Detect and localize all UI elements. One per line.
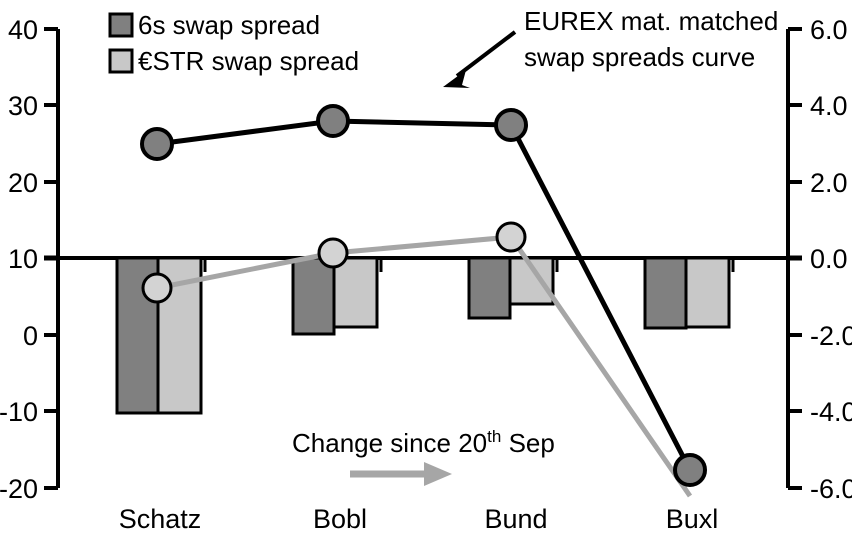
eurex-annotation: EUREX mat. matched swap spreads curve [443, 6, 778, 88]
change-annotation-suffix-space [501, 428, 508, 458]
bar-estr-schatz [156, 256, 203, 415]
change-annotation-arrow-icon [350, 462, 452, 486]
right-label-0: 0.0 [810, 244, 848, 274]
category-ticks [203, 258, 735, 272]
change-annotation-prefix: Change since 20 [292, 428, 487, 458]
legend-label-estr: €STR swap spread [138, 46, 359, 76]
category-label-buxl: Buxl [666, 504, 719, 534]
marker-eurex-bobl [316, 104, 350, 138]
bar-estr-bobl [332, 256, 379, 329]
marker-eurex-buxl [673, 453, 707, 487]
line-estr-curve [141, 221, 693, 498]
change-annotation-suffix: Sep [509, 428, 555, 458]
legend-swatch-6s [108, 12, 134, 38]
eurex-arrow-shaft [455, 30, 517, 78]
category-label-bobl: Bobl [313, 504, 367, 534]
change-annotation: Change since 20th Sep [292, 427, 555, 486]
marker-estr-bund [495, 221, 527, 253]
left-label-10: 10 [8, 244, 38, 274]
eurex-annotation-arrow-icon [443, 30, 517, 88]
legend-label-6s: 6s swap spread [138, 10, 320, 40]
marker-estr-schatz [141, 272, 173, 304]
bar-6s-bobl [291, 256, 336, 336]
marker-eurex-schatz [140, 127, 174, 161]
left-label-neg20: -20 [0, 474, 38, 504]
right-tick-labels: 6.0 4.0 2.0 0.0 -2.0 -4.0 -6.0 [810, 15, 852, 504]
category-label-schatz: Schatz [119, 504, 202, 534]
right-label-neg6: -6.0 [810, 474, 852, 504]
left-label-40: 40 [8, 15, 38, 45]
legend: 6s swap spread €STR swap spread [108, 10, 359, 76]
right-label-2: 2.0 [810, 168, 848, 198]
bars-estr-swap-spread [156, 256, 731, 415]
bar-6s-bund [467, 256, 512, 320]
eurex-arrow-head [443, 70, 470, 88]
left-label-0: 0 [23, 321, 38, 351]
line-eurex-path [156, 118, 693, 472]
marker-eurex-bund [494, 108, 528, 142]
left-label-20: 20 [8, 168, 38, 198]
legend-swatch-estr [108, 48, 134, 74]
line-eurex-curve [140, 104, 707, 487]
right-label-4: 4.0 [810, 91, 848, 121]
change-arrow-head [424, 462, 452, 486]
left-label-neg10: -10 [0, 397, 38, 427]
left-label-30: 30 [8, 91, 38, 121]
right-label-neg4: -4.0 [810, 397, 852, 427]
category-label-bund: Bund [484, 504, 547, 534]
bar-6s-buxl [643, 256, 688, 330]
bar-estr-buxl [684, 256, 731, 329]
right-label-6: 6.0 [810, 15, 848, 45]
change-annotation-sup: th [487, 427, 501, 446]
eurex-annotation-line1: EUREX mat. matched [524, 6, 778, 36]
line-estr-path [156, 234, 693, 498]
right-label-neg2: -2.0 [810, 321, 852, 351]
marker-estr-bobl [317, 237, 349, 269]
eurex-annotation-line2: swap spreads curve [524, 42, 755, 72]
category-labels: Schatz Bobl Bund Buxl [119, 504, 719, 534]
left-tick-labels: 40 30 20 10 0 -10 -20 [0, 15, 38, 504]
change-annotation-text: Change since 20th Sep [292, 427, 555, 458]
